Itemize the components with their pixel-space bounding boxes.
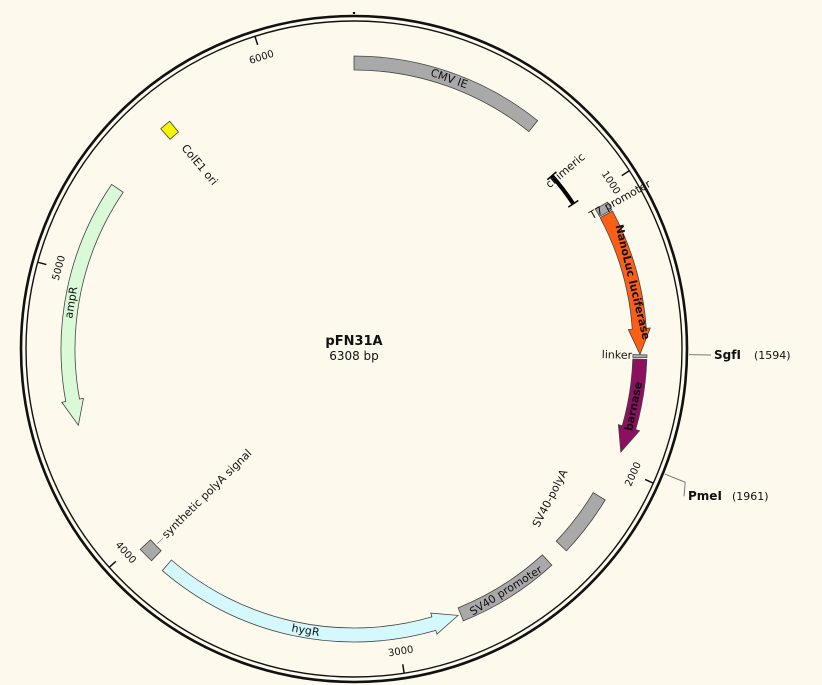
feature-label-spa: synthetic polyA signal — [159, 447, 254, 541]
tick-mark — [254, 36, 259, 46]
feature-hygr[interactable]: hygR — [161, 559, 460, 643]
feature-nluc[interactable]: NanoLuc luciferase — [599, 210, 653, 356]
feature-label-chimeric: chimeric — [543, 150, 587, 190]
chimeric-end-cap — [546, 171, 557, 181]
feature-sv40pa-arc[interactable] — [555, 492, 606, 552]
feature-sv40p-arc[interactable] — [457, 554, 553, 622]
feature-label-cmv: CMV IE — [429, 66, 470, 91]
restriction-sites: SgfI (1594) PmeI (1961) — [664, 348, 791, 503]
feature-label-sv40p: SV40 promoter — [467, 563, 545, 618]
feature-label-hygr: hygR — [291, 622, 321, 640]
feature-label-ampr: ampR — [62, 285, 80, 319]
tick-label: 3000 — [387, 645, 414, 660]
tick-mark — [37, 261, 47, 266]
tick-label: 6000 — [248, 49, 276, 67]
feature-cmv[interactable]: CMV IE — [353, 55, 539, 133]
site-sgfi[interactable]: SgfI (1594) — [688, 348, 791, 362]
feature-cmv-arc[interactable] — [353, 55, 539, 133]
tick-mark — [644, 478, 654, 484]
tick-label: 5000 — [51, 254, 68, 281]
site-pmei[interactable]: PmeI (1961) — [664, 473, 769, 503]
feature-label-sv40pa: SV40-polyA — [530, 467, 571, 530]
feature-spa[interactable]: synthetic polyA signal — [139, 447, 254, 562]
site-leader — [664, 473, 686, 483]
backbone-outer-ring — [19, 14, 689, 684]
tick-mark — [108, 560, 117, 568]
backbone-inner-ring — [25, 20, 683, 678]
plasmid-length: 6308 bp — [329, 349, 379, 363]
feature-label-colE1: ColE1 ori — [179, 142, 221, 188]
spa-leader — [156, 537, 164, 545]
feature-sv40pa[interactable]: SV40-polyA — [530, 467, 606, 552]
feature-sv40p[interactable]: SV40 promoter — [457, 554, 553, 622]
plasmid-backbone — [19, 12, 689, 684]
site-name: SgfI — [714, 348, 741, 362]
feature-t7-arc[interactable] — [594, 201, 613, 217]
feature-nluc-arc[interactable] — [599, 210, 651, 356]
tick-mark — [621, 170, 630, 177]
tick-label: 2000 — [623, 460, 643, 488]
site-position: (1961) — [732, 490, 769, 503]
tick-label: 4000 — [113, 540, 138, 566]
feature-t7[interactable]: T7 promoter — [586, 177, 653, 222]
feature-label-t7: T7 promoter — [586, 177, 653, 222]
tick-mark — [401, 664, 405, 674]
feature-spa-arc[interactable] — [139, 539, 162, 562]
feature-hygr-arc[interactable] — [161, 559, 460, 643]
plasmid-name: pFN31A — [325, 334, 382, 349]
feature-chimeric[interactable]: chimeric — [543, 150, 588, 208]
feature-colE1[interactable]: ColE1 ori — [160, 120, 221, 188]
site-position: (1594) — [754, 349, 791, 362]
feature-ampr[interactable]: ampR — [60, 183, 124, 427]
site-name: PmeI — [688, 489, 722, 503]
chimeric-end-cap — [567, 199, 579, 208]
feature-colE1-arc[interactable] — [160, 120, 180, 140]
feature-ampr-arc[interactable] — [60, 183, 124, 427]
feature-label-linker: linker — [602, 348, 633, 362]
feature-linker-arc[interactable] — [632, 354, 648, 359]
feature-barnase-arc[interactable] — [617, 358, 648, 453]
feature-linker[interactable]: linker — [602, 348, 648, 362]
site-leader-ext — [683, 482, 686, 497]
feature-barnase[interactable]: barnase — [617, 358, 648, 453]
